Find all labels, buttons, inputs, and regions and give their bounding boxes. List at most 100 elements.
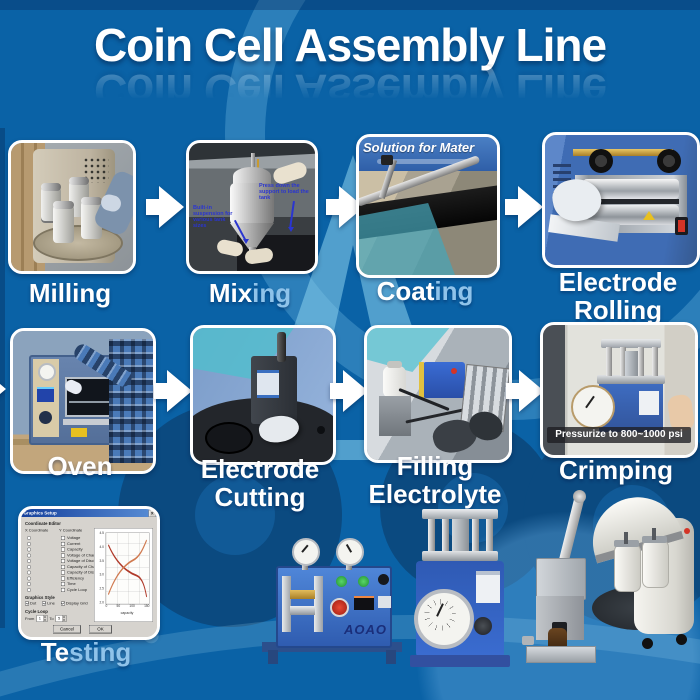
ok-button[interactable]: OK xyxy=(89,625,112,634)
mixing-note-support: Press down the support to load the tank xyxy=(259,183,309,201)
solvent-bottle xyxy=(383,366,406,398)
caption-text: Pressurize to 800~1000 psi xyxy=(555,429,683,440)
step-label-coating: Coating xyxy=(376,276,474,306)
annotation-arrow-head xyxy=(243,239,249,244)
center-die-cylinder xyxy=(452,519,469,551)
grinding-jar xyxy=(642,540,669,588)
mill-jar xyxy=(53,205,74,243)
black-knob xyxy=(378,574,389,585)
coordinate-option[interactable]: Voltage xyxy=(21,535,122,541)
coordinate-option[interactable]: Current xyxy=(21,541,122,547)
electrode-disc-stack xyxy=(205,422,253,454)
flow-arrow xyxy=(146,186,184,228)
style-checkbox[interactable]: Line xyxy=(42,601,55,606)
crimper-bottom-plate xyxy=(597,375,665,384)
roller-gap xyxy=(583,199,679,204)
to-spinner[interactable]: 5 xyxy=(55,615,67,622)
gauge-ticks xyxy=(424,599,456,631)
green-button xyxy=(336,576,347,587)
top-roller-bar xyxy=(573,149,673,156)
y-tick: 3.0 xyxy=(99,573,104,577)
oven-photo xyxy=(10,328,156,474)
pressure-gauge xyxy=(38,363,56,381)
press-roller-steel xyxy=(290,606,315,615)
caption-bar xyxy=(547,427,691,443)
small-bolt xyxy=(317,426,325,434)
from-spinner[interactable]: 1 xyxy=(36,615,48,622)
crimper-column xyxy=(652,347,658,376)
body-sticker xyxy=(639,391,659,415)
x-tick: 100 xyxy=(129,604,135,609)
tank-body xyxy=(230,183,274,225)
milling-photo xyxy=(8,140,136,274)
section-graphics-style: Graphics Style xyxy=(25,595,55,600)
pressure-gauge xyxy=(571,385,615,429)
manual-lever-crimper xyxy=(522,490,598,668)
coordinate-option[interactable]: Capacity xyxy=(21,547,122,553)
coordinate-option[interactable]: Time xyxy=(21,581,122,587)
crimping-photo: Pressurize to 800~1000 psi xyxy=(540,322,698,458)
crimper-piston xyxy=(625,351,638,376)
column xyxy=(428,519,435,551)
column xyxy=(486,519,493,551)
counter-display xyxy=(354,596,374,610)
section-coordinate-editor: Coordinate Editor xyxy=(25,521,61,526)
testing-software-window: Graphics Setup X Coordinate Editor X Coo… xyxy=(18,506,160,640)
machine-stripe xyxy=(419,362,424,398)
star-knob xyxy=(657,149,681,173)
side-valve xyxy=(522,636,534,645)
emergency-stop-button xyxy=(330,598,349,617)
coordinate-option[interactable]: Voltage of Discharge_Time xyxy=(21,558,122,564)
power-switch-rocker xyxy=(678,220,685,232)
dialog-title: Graphics Setup xyxy=(23,510,57,516)
to-label: To xyxy=(49,616,54,621)
dialog-titlebar[interactable]: Graphics Setup X xyxy=(21,509,157,517)
machine-leg xyxy=(386,650,396,664)
banner-text: Solution for Mater xyxy=(363,140,475,155)
brand-text: AOAO xyxy=(344,622,387,637)
column-y-coordinate: Y Coordinate xyxy=(59,528,83,533)
coating-photo: Solution for Mater xyxy=(356,134,500,278)
battery-test-dialog: Graphics Setup X Coordinate Editor X Coo… xyxy=(21,509,157,637)
operator-torso-plaid xyxy=(109,339,153,463)
jar-cap xyxy=(41,183,61,191)
filler-machine xyxy=(423,362,465,398)
flow-arrow-partial xyxy=(0,368,6,410)
oven-shelf xyxy=(69,401,115,403)
style-checkbox[interactable]: Display Grid xyxy=(60,601,88,606)
thickness-gauge xyxy=(336,538,364,566)
planetary-mill-machine xyxy=(582,486,696,662)
coordinate-option[interactable]: Capacity of Discharge_Curr xyxy=(21,570,122,576)
cutter-label-panel xyxy=(257,370,279,398)
jar-cap xyxy=(53,201,74,209)
electrode-rolling-photo xyxy=(542,132,700,268)
close-icon[interactable]: X xyxy=(148,510,156,517)
style-checkbox[interactable]: Dot xyxy=(25,601,36,606)
crimper-column xyxy=(606,347,612,376)
coordinate-option[interactable]: Efficiency xyxy=(21,575,122,581)
step-label-crimping: Crimping xyxy=(558,455,674,485)
coordinate-option[interactable]: Cycle Loop xyxy=(21,587,122,593)
step-label-electrode-cutting: Electrode Cutting xyxy=(200,454,320,512)
machine-button xyxy=(451,368,457,374)
column xyxy=(442,519,449,551)
cancel-button[interactable]: Cancel xyxy=(53,625,81,634)
handle-ball xyxy=(573,490,586,503)
coordinate-option[interactable]: Capacity of Charge_Time xyxy=(21,564,122,570)
coordinate-option[interactable]: Voltage of Charge_Time xyxy=(21,552,122,558)
top-plate xyxy=(422,509,498,519)
base-plate xyxy=(526,646,596,663)
machine-leg xyxy=(268,650,278,664)
graph-series-discharge-curve xyxy=(107,539,148,596)
jar-cap xyxy=(81,197,102,205)
mid-plate xyxy=(422,551,498,561)
green-button xyxy=(358,576,369,587)
jar-rod xyxy=(652,528,656,540)
lower-roller xyxy=(583,205,679,225)
flow-arrow xyxy=(154,370,192,412)
mixer-shaft xyxy=(251,153,255,179)
dark-side-band xyxy=(543,325,565,455)
graph-plot-area xyxy=(105,532,150,605)
x-tick: 150 xyxy=(144,604,150,609)
